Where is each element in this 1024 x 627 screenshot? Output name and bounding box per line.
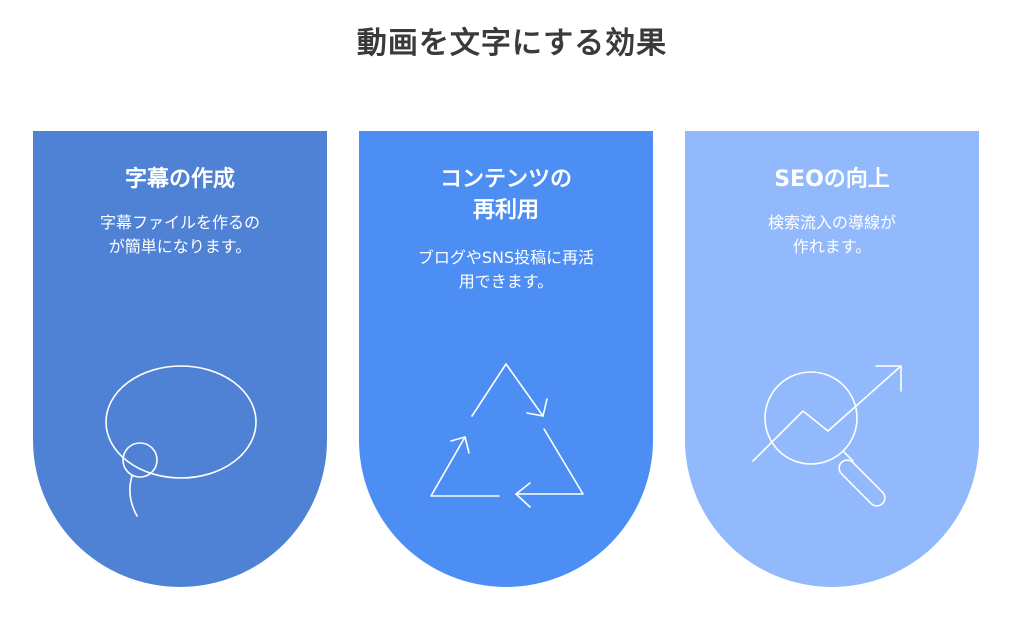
speech-bubble-icon — [105, 365, 257, 517]
card-content-reuse: コンテンツの 再利用 ブログやSNS投稿に再活 用できます。 — [359, 131, 653, 587]
card-description: 検索流入の導線が 作れます。 — [767, 213, 896, 256]
card-seo-improvement: SEOの向上 検索流入の導線が 作れます。 — [685, 131, 979, 587]
card-description: ブログやSNS投稿に再活 用できます。 — [417, 248, 595, 291]
card-heading: 字幕の作成 — [124, 167, 235, 192]
card-subtitle-creation: 字幕の作成 字幕ファイルを作るの が簡単になります。 — [33, 131, 327, 587]
card-heading: コンテンツの 再利用 — [439, 167, 572, 223]
page-title: 動画を文字にする効果 — [356, 26, 668, 61]
recycle-icon — [430, 363, 584, 508]
card-description: 字幕ファイルを作るの が簡単になります。 — [99, 213, 260, 256]
card-heading: SEOの向上 — [774, 167, 890, 192]
search-trend-icon — [752, 365, 902, 507]
